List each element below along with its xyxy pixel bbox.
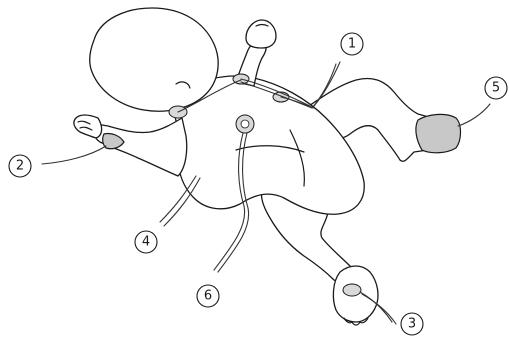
- callout-1-label: 1: [348, 37, 356, 52]
- callout-5: 5: [485, 77, 507, 99]
- infant-figure: [74, 8, 433, 325]
- hand-sensor-cable: [42, 146, 106, 164]
- pulse-oximeter-sensor: [343, 284, 361, 296]
- callout-4: 4: [135, 231, 157, 253]
- blood-pressure-cable: [458, 104, 490, 126]
- callout-3-label: 3: [408, 317, 416, 332]
- infant-head: [90, 8, 218, 111]
- callout-3: 3: [401, 313, 423, 335]
- temperature-probe-center: [241, 120, 249, 128]
- callout-5-label: 5: [492, 81, 500, 96]
- callout-1: 1: [341, 33, 363, 55]
- callout-2: 2: [9, 155, 31, 177]
- callout-6-label: 6: [204, 289, 212, 304]
- blood-pressure-cuff: [416, 114, 461, 152]
- infant-left-hand: [74, 115, 102, 138]
- callout-4-label: 4: [142, 235, 150, 250]
- callout-6: 6: [197, 285, 219, 307]
- callout-2-label: 2: [16, 159, 24, 174]
